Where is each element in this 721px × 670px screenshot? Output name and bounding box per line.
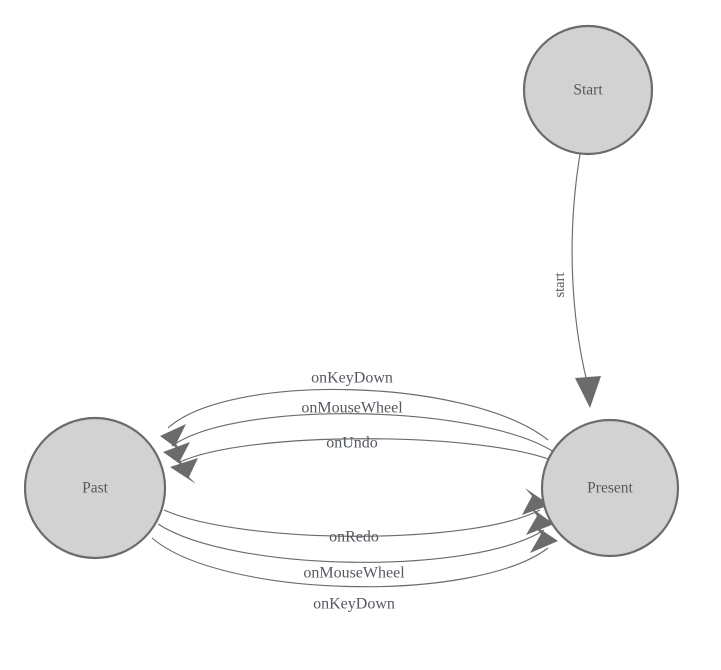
edge-start-to-present[interactable]: start [552, 153, 601, 408]
edge-path-present-to-past-1 [167, 388, 549, 441]
node-label-start: Start [573, 82, 603, 99]
node-shape-start [522, 24, 654, 156]
edge-path-past-to-present-3 [151, 537, 549, 588]
node-label-present: Present [587, 480, 633, 497]
arrow-head-present-to-past-2 [163, 442, 190, 469]
edge-path-present-to-past-3 [179, 438, 557, 463]
edge-label-present-to-past-1: onKeyDown [311, 370, 393, 387]
arrow-head-present-to-past-1 [160, 424, 186, 452]
arrow-head-start-to-present [575, 376, 601, 408]
arrow-head-past-to-present-1 [522, 488, 550, 515]
node-start[interactable]: Start [522, 24, 654, 156]
edge-label-present-to-past-3: onUndo [326, 435, 378, 452]
arrow-head-past-to-present-2 [526, 507, 554, 535]
arrow-head-past-to-present-3 [530, 525, 558, 553]
node-label-past: Past [82, 480, 109, 497]
node-past[interactable]: Past [23, 416, 167, 560]
edge-present-to-past-3[interactable]: onUndo [170, 435, 557, 485]
arrow-head-present-to-past-3 [170, 458, 198, 484]
edge-past-to-present-1[interactable]: onRedo [163, 488, 550, 546]
edge-path-start-to-present [571, 153, 588, 383]
edge-label-past-to-present-2: onMouseWheel [303, 565, 405, 582]
edge-path-present-to-past-2 [171, 413, 555, 453]
edge-label-start-to-present: start [552, 273, 568, 298]
edge-label-past-to-present-1: onRedo [329, 529, 379, 546]
node-shape-present [540, 418, 680, 558]
edge-label-present-to-past-2: onMouseWheel [301, 400, 403, 417]
edge-path-past-to-present-1 [163, 509, 541, 537]
edge-past-to-present-3[interactable]: onKeyDown [151, 525, 558, 613]
node-present[interactable]: Present [540, 418, 680, 558]
node-shape-past [23, 416, 167, 560]
edge-label-past-to-present-3: onKeyDown [313, 596, 395, 613]
edge-path-past-to-present-2 [157, 523, 545, 563]
edge-past-to-present-2[interactable]: onMouseWheel [157, 507, 554, 582]
edge-present-to-past-1[interactable]: onKeyDown [160, 370, 549, 453]
edge-present-to-past-2[interactable]: onMouseWheel [163, 400, 555, 470]
